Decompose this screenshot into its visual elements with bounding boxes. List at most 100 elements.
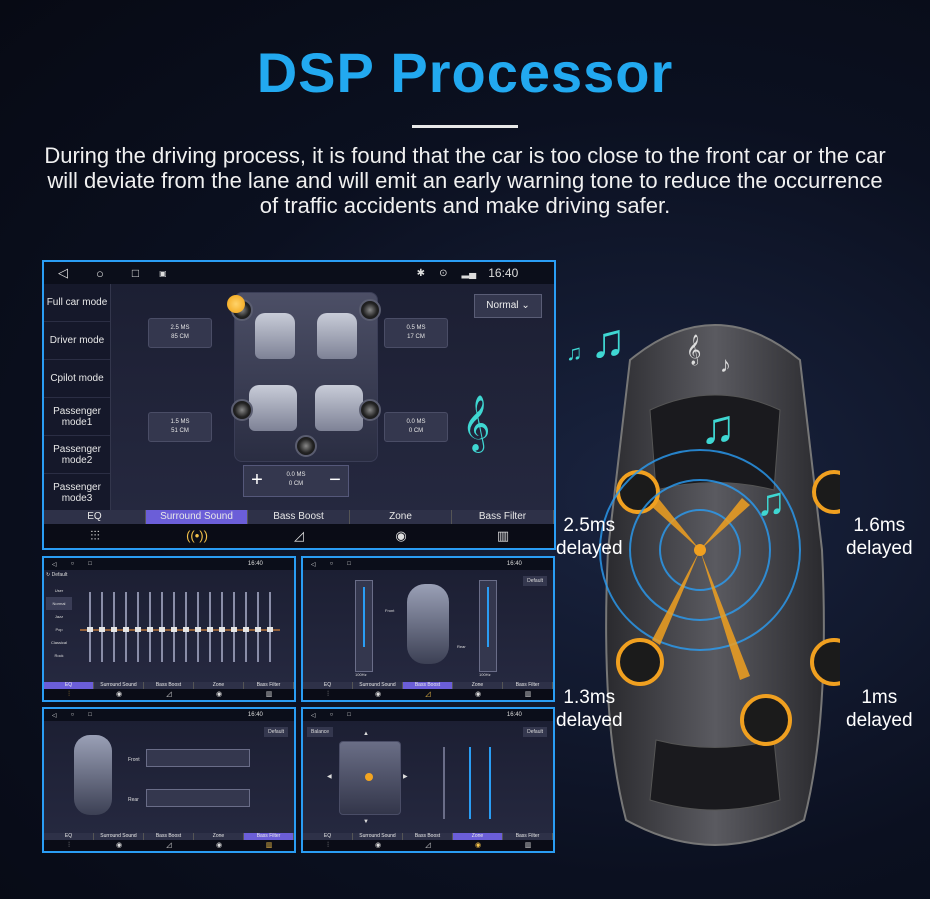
surround-icon[interactable]: ◉ bbox=[115, 842, 123, 849]
preset-jazz[interactable]: Jazz bbox=[54, 614, 64, 619]
surround-icon[interactable]: ((•)) bbox=[186, 528, 208, 543]
filter-icon[interactable]: ▥ bbox=[265, 691, 273, 698]
bass-icon[interactable]: ◿ bbox=[166, 842, 172, 849]
tab-surround-sound[interactable]: Surround Sound bbox=[353, 682, 403, 689]
tab-zone[interactable]: Zone bbox=[194, 833, 244, 840]
tab-surround-sound[interactable]: Surround Sound bbox=[146, 510, 248, 524]
home-icon[interactable]: ○ bbox=[96, 265, 104, 281]
mode-driver[interactable]: Driver mode bbox=[44, 322, 110, 360]
tab-surround-sound[interactable]: Surround Sound bbox=[94, 682, 144, 689]
equalizer-icon[interactable]: ⫶ bbox=[68, 691, 70, 698]
bass-icon[interactable]: ◿ bbox=[294, 528, 304, 543]
surround-icon[interactable]: ◉ bbox=[115, 691, 123, 698]
zone-icon[interactable]: ◉ bbox=[395, 528, 407, 543]
tab-surround-sound[interactable]: Surround Sound bbox=[353, 833, 403, 840]
fader-down-button[interactable]: ▼ bbox=[363, 819, 369, 825]
focus-point-icon[interactable] bbox=[227, 295, 245, 313]
bass-icon[interactable]: ◿ bbox=[166, 691, 172, 698]
surround-icon[interactable]: ◉ bbox=[374, 842, 382, 849]
preset-normal[interactable]: Normal bbox=[46, 597, 72, 610]
tab-bass-boost[interactable]: Bass Boost bbox=[144, 833, 194, 840]
equalizer-icon[interactable]: ⫶⫶⫶ bbox=[90, 528, 100, 543]
default-button[interactable]: Default bbox=[523, 576, 547, 586]
rear-bass-slider[interactable] bbox=[479, 580, 497, 672]
tab-zone[interactable]: Zone bbox=[453, 833, 503, 840]
recents-icon[interactable]: □ bbox=[347, 712, 351, 718]
balance-right-button[interactable]: ▶ bbox=[403, 774, 408, 780]
equalizer-icon[interactable]: ⫶ bbox=[327, 691, 329, 698]
home-icon[interactable]: ○ bbox=[329, 561, 334, 567]
tab-bass-boost[interactable]: Bass Boost bbox=[248, 510, 350, 524]
zone-slider-1[interactable] bbox=[443, 747, 445, 819]
zone-slider-3[interactable] bbox=[489, 747, 491, 819]
mode-copilot[interactable]: Cpilot mode bbox=[44, 360, 110, 398]
delay-rear-right[interactable]: 0.0 MS 0 CM bbox=[384, 412, 448, 442]
default-button[interactable]: Default bbox=[523, 727, 547, 737]
tab-bass-boost[interactable]: Bass Boost bbox=[403, 833, 453, 840]
balance-left-button[interactable]: ◀ bbox=[327, 774, 332, 780]
zone-icon[interactable]: ◉ bbox=[474, 691, 482, 698]
home-icon[interactable]: ○ bbox=[329, 712, 334, 718]
back-icon[interactable]: ◁ bbox=[52, 712, 57, 719]
back-icon[interactable]: ◁ bbox=[311, 561, 316, 568]
delay-front-right[interactable]: 0.5 MS 17 CM bbox=[384, 318, 448, 348]
recents-icon[interactable]: □ bbox=[347, 561, 351, 567]
recents-icon[interactable]: □ bbox=[88, 561, 92, 567]
preset-classical[interactable]: Classical bbox=[50, 640, 67, 645]
equalizer-icon[interactable]: ⫶ bbox=[327, 842, 329, 849]
mode-passenger-2[interactable]: Passenger mode2 bbox=[44, 436, 110, 474]
decrease-button[interactable]: − bbox=[329, 469, 341, 491]
tab-eq[interactable]: EQ bbox=[44, 510, 146, 524]
delay-front-left[interactable]: 2.5 MS 85 CM bbox=[148, 318, 212, 348]
focus-point-icon[interactable] bbox=[365, 773, 373, 781]
filter-icon[interactable]: ▥ bbox=[524, 691, 532, 698]
zone-icon[interactable]: ◉ bbox=[215, 691, 223, 698]
back-icon[interactable]: ◁ bbox=[52, 561, 57, 568]
tab-eq[interactable]: EQ bbox=[44, 682, 94, 689]
front-bass-slider[interactable] bbox=[355, 580, 373, 672]
mode-full-car[interactable]: Full car mode bbox=[44, 284, 110, 322]
tab-eq[interactable]: EQ bbox=[303, 682, 353, 689]
fader-up-button[interactable]: ▲ bbox=[363, 731, 369, 737]
tab-eq[interactable]: EQ bbox=[44, 833, 94, 840]
preset-rock[interactable]: Rock bbox=[54, 653, 64, 658]
preset-user[interactable]: User bbox=[54, 588, 64, 593]
preset-pop[interactable]: Pop bbox=[55, 627, 63, 632]
bass-icon[interactable]: ◿ bbox=[425, 842, 431, 849]
preset-select[interactable]: Normal ⌄ bbox=[474, 294, 542, 318]
tab-eq[interactable]: EQ bbox=[303, 833, 353, 840]
tab-zone[interactable]: Zone bbox=[194, 682, 244, 689]
tab-zone[interactable]: Zone bbox=[453, 682, 503, 689]
zone-icon[interactable]: ◉ bbox=[215, 842, 223, 849]
tab-bass-filter[interactable]: Bass Filter bbox=[503, 682, 553, 689]
filter-icon[interactable]: ▥ bbox=[496, 528, 510, 543]
tab-bass-boost[interactable]: Bass Boost bbox=[403, 682, 453, 689]
tab-zone[interactable]: Zone bbox=[350, 510, 452, 524]
home-icon[interactable]: ○ bbox=[70, 712, 75, 718]
tab-surround-sound[interactable]: Surround Sound bbox=[94, 833, 144, 840]
back-icon[interactable]: ◁ bbox=[311, 712, 316, 719]
tab-bass-filter[interactable]: Bass Filter bbox=[503, 833, 553, 840]
delay-rear-left[interactable]: 1.5 MS 51 CM bbox=[148, 412, 212, 442]
default-button[interactable]: Default bbox=[264, 727, 288, 737]
rear-filter-slider[interactable] bbox=[146, 789, 250, 807]
back-icon[interactable]: ◁ bbox=[58, 265, 68, 280]
zone-icon[interactable]: ◉ bbox=[474, 842, 482, 849]
equalizer-icon[interactable]: ⫶ bbox=[68, 842, 70, 849]
tab-bass-boost[interactable]: Bass Boost bbox=[144, 682, 194, 689]
tab-bass-filter[interactable]: Bass Filter bbox=[244, 833, 294, 840]
bass-icon[interactable]: ◿ bbox=[425, 691, 431, 698]
tab-bass-filter[interactable]: Bass Filter bbox=[452, 510, 554, 524]
increase-button[interactable]: + bbox=[251, 469, 263, 491]
recents-icon[interactable]: □ bbox=[88, 712, 92, 718]
zone-slider-2[interactable] bbox=[469, 747, 471, 819]
eq-sliders[interactable] bbox=[80, 582, 290, 678]
recents-icon[interactable]: □ bbox=[131, 266, 140, 280]
front-filter-slider[interactable] bbox=[146, 749, 250, 767]
tab-bass-filter[interactable]: Bass Filter bbox=[244, 682, 294, 689]
surround-icon[interactable]: ◉ bbox=[374, 691, 382, 698]
mode-passenger-1[interactable]: Passenger mode1 bbox=[44, 398, 110, 436]
filter-icon[interactable]: ▥ bbox=[524, 842, 532, 849]
home-icon[interactable]: ○ bbox=[70, 561, 75, 567]
eq-default-button[interactable]: ↻ Default bbox=[46, 572, 68, 578]
